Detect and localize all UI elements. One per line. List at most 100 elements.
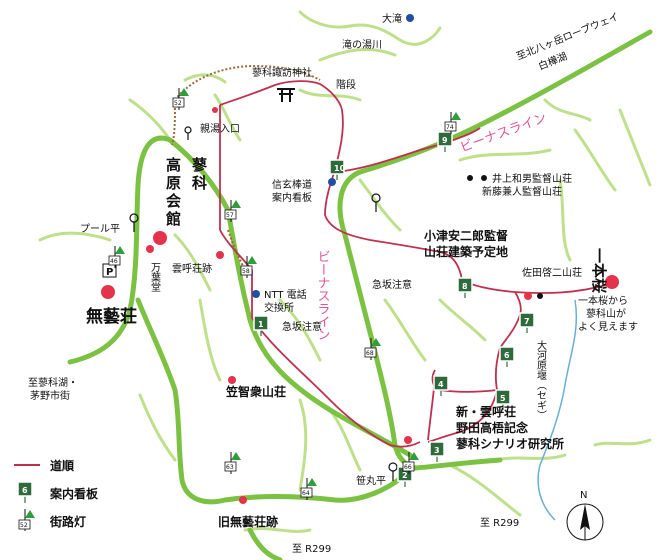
- street-lamp-68: 68: [364, 338, 381, 360]
- street-lamp-64: 64: [300, 478, 317, 500]
- sada-dot: [537, 293, 543, 299]
- manyodo-spot: [146, 245, 154, 253]
- label-taki-no-yukawa: 滝の湯川: [342, 38, 382, 51]
- label-r299-right: 至 R299: [480, 517, 519, 529]
- label-ippon-note-1: 一本桜から: [578, 294, 628, 307]
- guide-sign-number: 5: [500, 394, 506, 403]
- manyodo-icon: [184, 126, 192, 140]
- street-lamp-66: 66: [402, 452, 419, 474]
- north-label: N: [580, 490, 587, 501]
- north-arrow: N: [566, 490, 604, 541]
- guide-sign-number: 3: [434, 446, 440, 455]
- label-shindo: 新藤兼人監督山荘: [482, 185, 562, 198]
- river: [537, 299, 578, 521]
- label-r299-left: 至 R299: [292, 543, 331, 555]
- street-lamp-number: 64: [302, 490, 310, 497]
- guide-sign-7: 7: [519, 312, 535, 333]
- ipponzakura-spot: [605, 275, 619, 289]
- label-kogen-4: 原: [166, 174, 181, 192]
- legend-lamp-label: 街路灯: [49, 514, 86, 529]
- label-inoue: 井上和男監督山荘: [492, 172, 572, 185]
- label-sasamaru: 笹丸平: [356, 474, 386, 487]
- guide-sign-number: 1: [258, 320, 264, 329]
- guide-sign-number: 10: [334, 164, 346, 173]
- guide-sign-4: 4: [433, 375, 449, 396]
- legend-sign-swatch: 6: [17, 481, 33, 503]
- label-ntt-2: 交換所: [264, 301, 294, 314]
- street-lamp-58: 58: [240, 256, 257, 278]
- label-ozu-2: 山荘建築予定地: [424, 244, 508, 259]
- guide-sign-number: 8: [462, 282, 468, 291]
- main-roads: [67, 29, 653, 560]
- label-kogen-1: 蓼: [192, 156, 208, 174]
- legend-route-label: 道順: [50, 458, 75, 473]
- old-mugeiso-spot: [239, 496, 247, 504]
- label-ozu-1: 小津安二郎監督: [424, 228, 508, 243]
- label-manyodo: 万葉堂: [149, 262, 161, 292]
- label-shin-unkoso-1: 新・雲呼荘: [456, 404, 516, 419]
- shingen-dot: [328, 178, 336, 186]
- street-lamp-63: 63: [224, 452, 241, 474]
- svg-text:52: 52: [20, 522, 28, 529]
- shinyu-spot: [212, 107, 218, 113]
- label-kyuzaka-1: 急坂注意: [372, 278, 412, 291]
- label-unkoso-ato: 雲呼荘跡: [172, 262, 212, 275]
- blue-dots: [252, 14, 414, 298]
- pool-icon: [129, 213, 139, 232]
- street-lamp-number: 52: [174, 100, 182, 107]
- street-lamp-52: 52: [172, 88, 189, 110]
- label-shingen-1: 信玄棒道: [272, 178, 312, 191]
- label-tateshina-suwa: 蓼科諏訪神社: [252, 66, 312, 79]
- label-kogen-3: 高: [166, 156, 181, 174]
- minor-roads: [38, 10, 652, 533]
- label-ippon-note-3: よく見えます: [578, 321, 638, 333]
- sasamaru-icon: [388, 462, 398, 481]
- otaki-dot: [406, 14, 414, 22]
- street-lamp-number: 46: [110, 258, 118, 265]
- guide-sign-number: 2: [402, 471, 408, 480]
- guide-sign-9: 9: [437, 131, 453, 152]
- junction-icon: [371, 193, 381, 212]
- street-lamp-number: 74: [446, 124, 454, 131]
- label-pool: プール平: [80, 223, 120, 235]
- label-kyuzaka-2: 急坂注意: [282, 320, 322, 333]
- label-kogen-2: 科: [192, 174, 207, 192]
- guide-sign-number: 7: [524, 317, 530, 326]
- label-kogen-5: 会: [166, 192, 181, 210]
- street-lamps: 52 74 57 46 58 68 63 64 66: [108, 88, 461, 500]
- guide-sign-number: 4: [438, 380, 444, 389]
- svg-text:P: P: [106, 267, 113, 278]
- guide-sign-6: 6: [499, 346, 515, 367]
- ntt-dot: [252, 290, 260, 298]
- vertical-labels: 蓼 科 高 原 会 館 万葉堂 大河原堰（セギ） ビーナスライン: [149, 156, 547, 420]
- street-lamp-number: 63: [226, 464, 234, 471]
- label-shin-unkoso-2: 野田高梧記念: [456, 420, 528, 435]
- label-lake: 至蓼科湖・: [28, 376, 78, 389]
- label-otaki: 大滝: [382, 12, 402, 25]
- label-old-mugeiso: 旧無藝荘跡: [218, 514, 278, 529]
- spots: [101, 107, 619, 504]
- unkoso-ato-spot: [216, 251, 224, 259]
- street-lamp-number: 57: [226, 212, 234, 219]
- legend-lamp-swatch: 52: [18, 509, 35, 531]
- street-lamp-57: 57: [224, 200, 241, 222]
- label-mugeiso: 無藝荘: [86, 306, 137, 327]
- label-shingen-2: 案内看板: [272, 191, 312, 204]
- label-kaidan: 階段: [336, 78, 356, 91]
- svg-text:6: 6: [22, 486, 28, 495]
- torii-icon: [277, 88, 295, 102]
- legend: 道順 6 案内看板 52 街路灯: [14, 458, 99, 531]
- dark-dots: [467, 175, 543, 299]
- label-sada: 佐田啓二山荘: [522, 266, 582, 279]
- inoue-dot: [467, 175, 473, 181]
- street-lamp-46: 46: [108, 246, 125, 268]
- label-kogen-6: 館: [165, 210, 181, 228]
- sada-spot: [524, 292, 532, 300]
- street-lamp-74: 74: [444, 112, 461, 134]
- shindo-dot: [481, 175, 487, 181]
- label-kasachi: 笠智衆山荘: [225, 384, 286, 399]
- label-venus-center: ビーナスライン: [315, 250, 330, 341]
- label-ippon-note-2: 蓼科山が: [586, 307, 626, 320]
- label-ogawara: 大河原堰（セギ）: [535, 339, 547, 420]
